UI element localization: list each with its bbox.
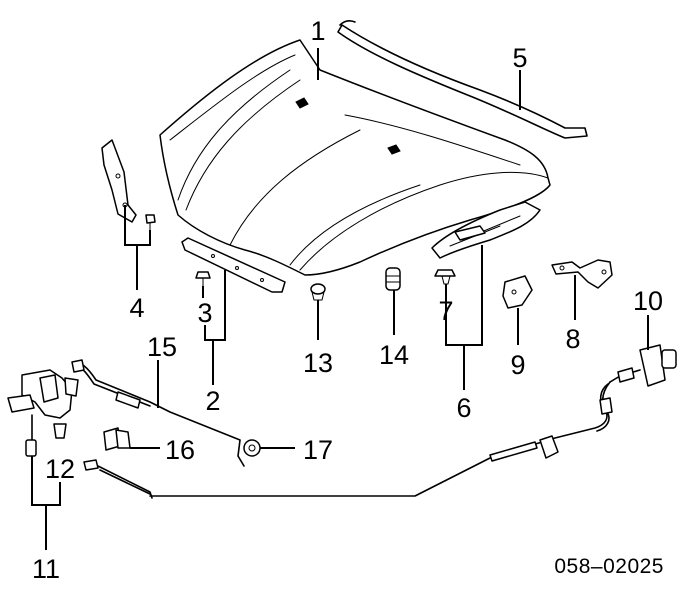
hood-support-rod [71, 359, 245, 467]
callout-labels: 1 2 3 4 5 6 7 8 9 10 11 12 13 14 15 16 1… [32, 16, 663, 584]
callout-15: 15 [147, 332, 177, 362]
latch-bracket [502, 275, 533, 309]
hood-hinge-right [551, 259, 613, 289]
release-cable [149, 381, 613, 497]
rod-grommet [243, 439, 261, 457]
release-handle [609, 344, 677, 387]
grommet-part-7 [434, 269, 456, 285]
hood-hinge-left [101, 139, 156, 231]
diagram-reference-code: 058–02025 [554, 555, 664, 578]
latch-cable [83, 459, 153, 499]
callout-1: 1 [310, 16, 325, 46]
callout-14: 14 [379, 340, 409, 370]
callout-16: 16 [165, 435, 195, 465]
callout-7: 7 [438, 296, 453, 326]
hood-stop-rubber [385, 267, 401, 291]
callout-11: 11 [32, 554, 60, 584]
hood-seal [337, 19, 588, 139]
hood-latch [7, 369, 79, 457]
hood-front-strip [181, 237, 286, 293]
callout-17: 17 [303, 435, 333, 465]
callout-2: 2 [205, 386, 220, 416]
callout-9: 9 [510, 350, 525, 380]
rod-holder [103, 427, 131, 451]
leader-lines [31, 48, 649, 550]
clip-part-3 [195, 271, 211, 287]
callout-10: 10 [633, 286, 663, 316]
hood-bumper [310, 283, 326, 301]
callout-3: 3 [197, 298, 212, 328]
callout-5: 5 [512, 43, 527, 73]
callout-8: 8 [565, 324, 580, 354]
hood-insulator [431, 201, 541, 259]
callout-4: 4 [129, 293, 144, 323]
callout-6: 6 [456, 393, 471, 423]
callout-13: 13 [303, 348, 333, 378]
hood-panel [159, 39, 551, 276]
callout-12: 12 [45, 454, 75, 484]
